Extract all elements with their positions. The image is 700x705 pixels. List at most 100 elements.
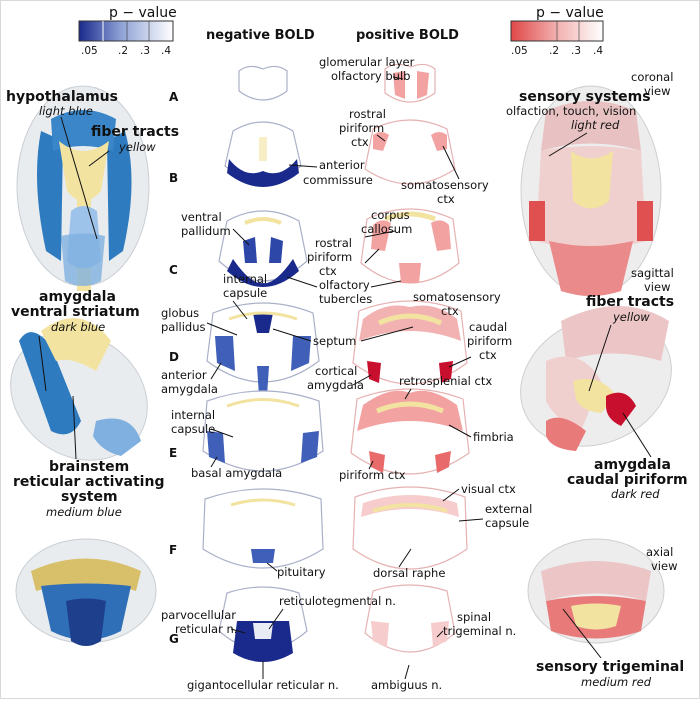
annot-ambiguus: ambiguus n. — [371, 678, 442, 692]
legend-right: p − value .05 .2 .3 .4 — [510, 5, 604, 57]
annot-dorsal-raphe: dorsal raphe — [373, 566, 445, 580]
legend-right-tick-3: .4 — [593, 45, 603, 57]
annot-rostral-b-1: rostral — [349, 107, 386, 121]
leader-trigeminal — [562, 608, 602, 659]
annot-internal-capsule-d-2: capsule — [223, 286, 267, 300]
row-letter-g: G — [169, 632, 179, 646]
annot-retrosplenial: retrosplenial ctx — [399, 374, 492, 388]
label-axial-1: axial — [646, 545, 673, 559]
label-amygdala-right-2: caudal piriform — [567, 472, 688, 488]
label-brainstem-3: system — [61, 489, 118, 505]
label-fiber-tracts-right: fiber tracts — [586, 294, 674, 310]
label-fiber-tracts-right-color: yellow — [612, 310, 650, 324]
leader-sensory — [548, 132, 588, 157]
annot-basal-amygdala: basal amygdala — [191, 466, 282, 480]
section-d-positive — [352, 300, 468, 385]
label-brainstem-color: medium blue — [46, 505, 122, 519]
legend-right-tick-2: .3 — [571, 45, 581, 57]
annot-globus-pallidus-1: globus — [161, 306, 199, 320]
annot-somatosensory-b-1: somatosensory — [401, 178, 489, 192]
annot-rostral-b-2: piriform — [339, 121, 384, 135]
label-sagittal-1: sagittal — [631, 266, 674, 280]
label-sensory-color: light red — [571, 118, 620, 132]
section-b-negative — [224, 121, 302, 187]
section-c-negative — [218, 210, 308, 287]
annot-rostral-c-3: ctx — [319, 264, 337, 278]
legend-right-tick-0: .05 — [511, 45, 528, 57]
annot-external-capsule-1: external — [485, 502, 532, 516]
annot-olfactory-1: olfactory — [319, 278, 370, 292]
legend-left-tick-2: .3 — [140, 45, 150, 57]
label-sensory-sub: olfaction, touch, vision — [506, 104, 636, 118]
label-axial-2: view — [651, 559, 677, 573]
legend-right-title: p − value — [536, 5, 604, 21]
annot-septum: septum — [313, 334, 356, 348]
right-brain-axial — [527, 538, 665, 644]
annot-reticulotegmental: reticulotegmental n. — [279, 594, 396, 608]
annot-spinal-trigeminal-2: trigeminal n. — [443, 624, 516, 638]
annot-parvocellular-2: reticular n. — [175, 622, 237, 636]
leader-amygdala-left — [38, 335, 47, 392]
annot-gigantocellular: gigantocellular reticular n. — [187, 678, 339, 692]
label-coronal-2: view — [644, 84, 670, 98]
annot-cortical-amygdala-2: amygdala — [307, 378, 364, 392]
label-brainstem-2: reticular activating — [13, 474, 164, 490]
annot-globus-pallidus-2: pallidus — [161, 320, 206, 334]
leader-amygdala-right — [622, 412, 652, 458]
section-a-positive — [384, 63, 436, 103]
right-brain-sagittal — [520, 306, 672, 451]
label-coronal-1: coronal — [631, 70, 673, 84]
label-fiber-tracts-left-color: yellow — [118, 140, 156, 154]
annot-anterior-amygdala-2: amygdala — [161, 382, 218, 396]
annot-anterior-commissure-2: commissure — [303, 173, 373, 187]
annot-internal-capsule-d-1: internal — [223, 272, 267, 286]
annot-cortical-amygdala-1: cortical — [315, 364, 357, 378]
label-hypothalamus-color: light blue — [39, 104, 93, 118]
annot-anterior-commissure-1: anterior — [319, 158, 365, 172]
label-sensory-trigeminal: sensory trigeminal — [536, 659, 684, 675]
annot-rostral-c-1: rostral — [315, 236, 352, 250]
annot-anterior-amygdala-1: anterior — [161, 368, 207, 382]
label-brainstem-1: brainstem — [49, 459, 129, 475]
annot-internal-capsule-e-2: capsule — [171, 422, 215, 436]
annot-rostral-b-3: ctx — [351, 135, 369, 149]
annot-external-capsule-2: capsule — [485, 516, 529, 530]
label-amygdala-left-1: amygdala — [39, 289, 116, 305]
leader-fiber-tracts-left — [88, 150, 110, 167]
section-b-positive — [364, 119, 456, 185]
annot-caudal-piriform-1: caudal — [469, 320, 507, 334]
section-f-negative — [202, 488, 324, 569]
legend-left: p − value .05 .2 .3 .4 — [78, 5, 177, 57]
left-brain-axial — [15, 538, 157, 646]
section-d-negative — [206, 302, 320, 396]
left-brain-coronal — [16, 85, 150, 291]
annot-pituitary: pituitary — [277, 565, 326, 579]
annot-visual-ctx: visual ctx — [461, 482, 516, 496]
legend-left-colorbar — [78, 20, 174, 42]
legend-left-tick-3: .4 — [161, 45, 171, 57]
label-hypothalamus: hypothalamus — [6, 89, 118, 105]
section-g-negative — [218, 586, 308, 662]
label-trigeminal-color: medium red — [581, 675, 652, 689]
label-sensory-systems: sensory systems — [519, 89, 651, 105]
annot-glomerular-1: glomerular layer — [319, 55, 415, 69]
annot-rostral-c-2: piriform — [307, 250, 352, 264]
section-a-negative — [238, 65, 288, 101]
label-amygdala-left-2: ventral striatum — [11, 304, 140, 320]
legend-left-tick-0: .05 — [81, 45, 98, 57]
annot-parvocellular-1: parvocellular — [161, 608, 236, 622]
annot-fimbria: fimbria — [473, 430, 514, 444]
row-letter-f: F — [169, 543, 177, 557]
right-brain-coronal — [520, 85, 662, 297]
label-amygdala-right-color: dark red — [611, 487, 660, 501]
header-positive: positive BOLD — [356, 28, 459, 43]
label-amygdala-right-1: amygdala — [594, 457, 671, 473]
annot-ventral-pallidum-2: pallidum — [181, 224, 231, 238]
annot-piriform-ctx: piriform ctx — [339, 468, 406, 482]
section-f-positive — [352, 486, 468, 570]
header-negative: negative BOLD — [206, 28, 315, 43]
left-brain-sagittal — [10, 318, 148, 461]
annot-somatosensory-d-2: ctx — [441, 304, 459, 318]
label-sagittal-2: view — [644, 280, 670, 294]
